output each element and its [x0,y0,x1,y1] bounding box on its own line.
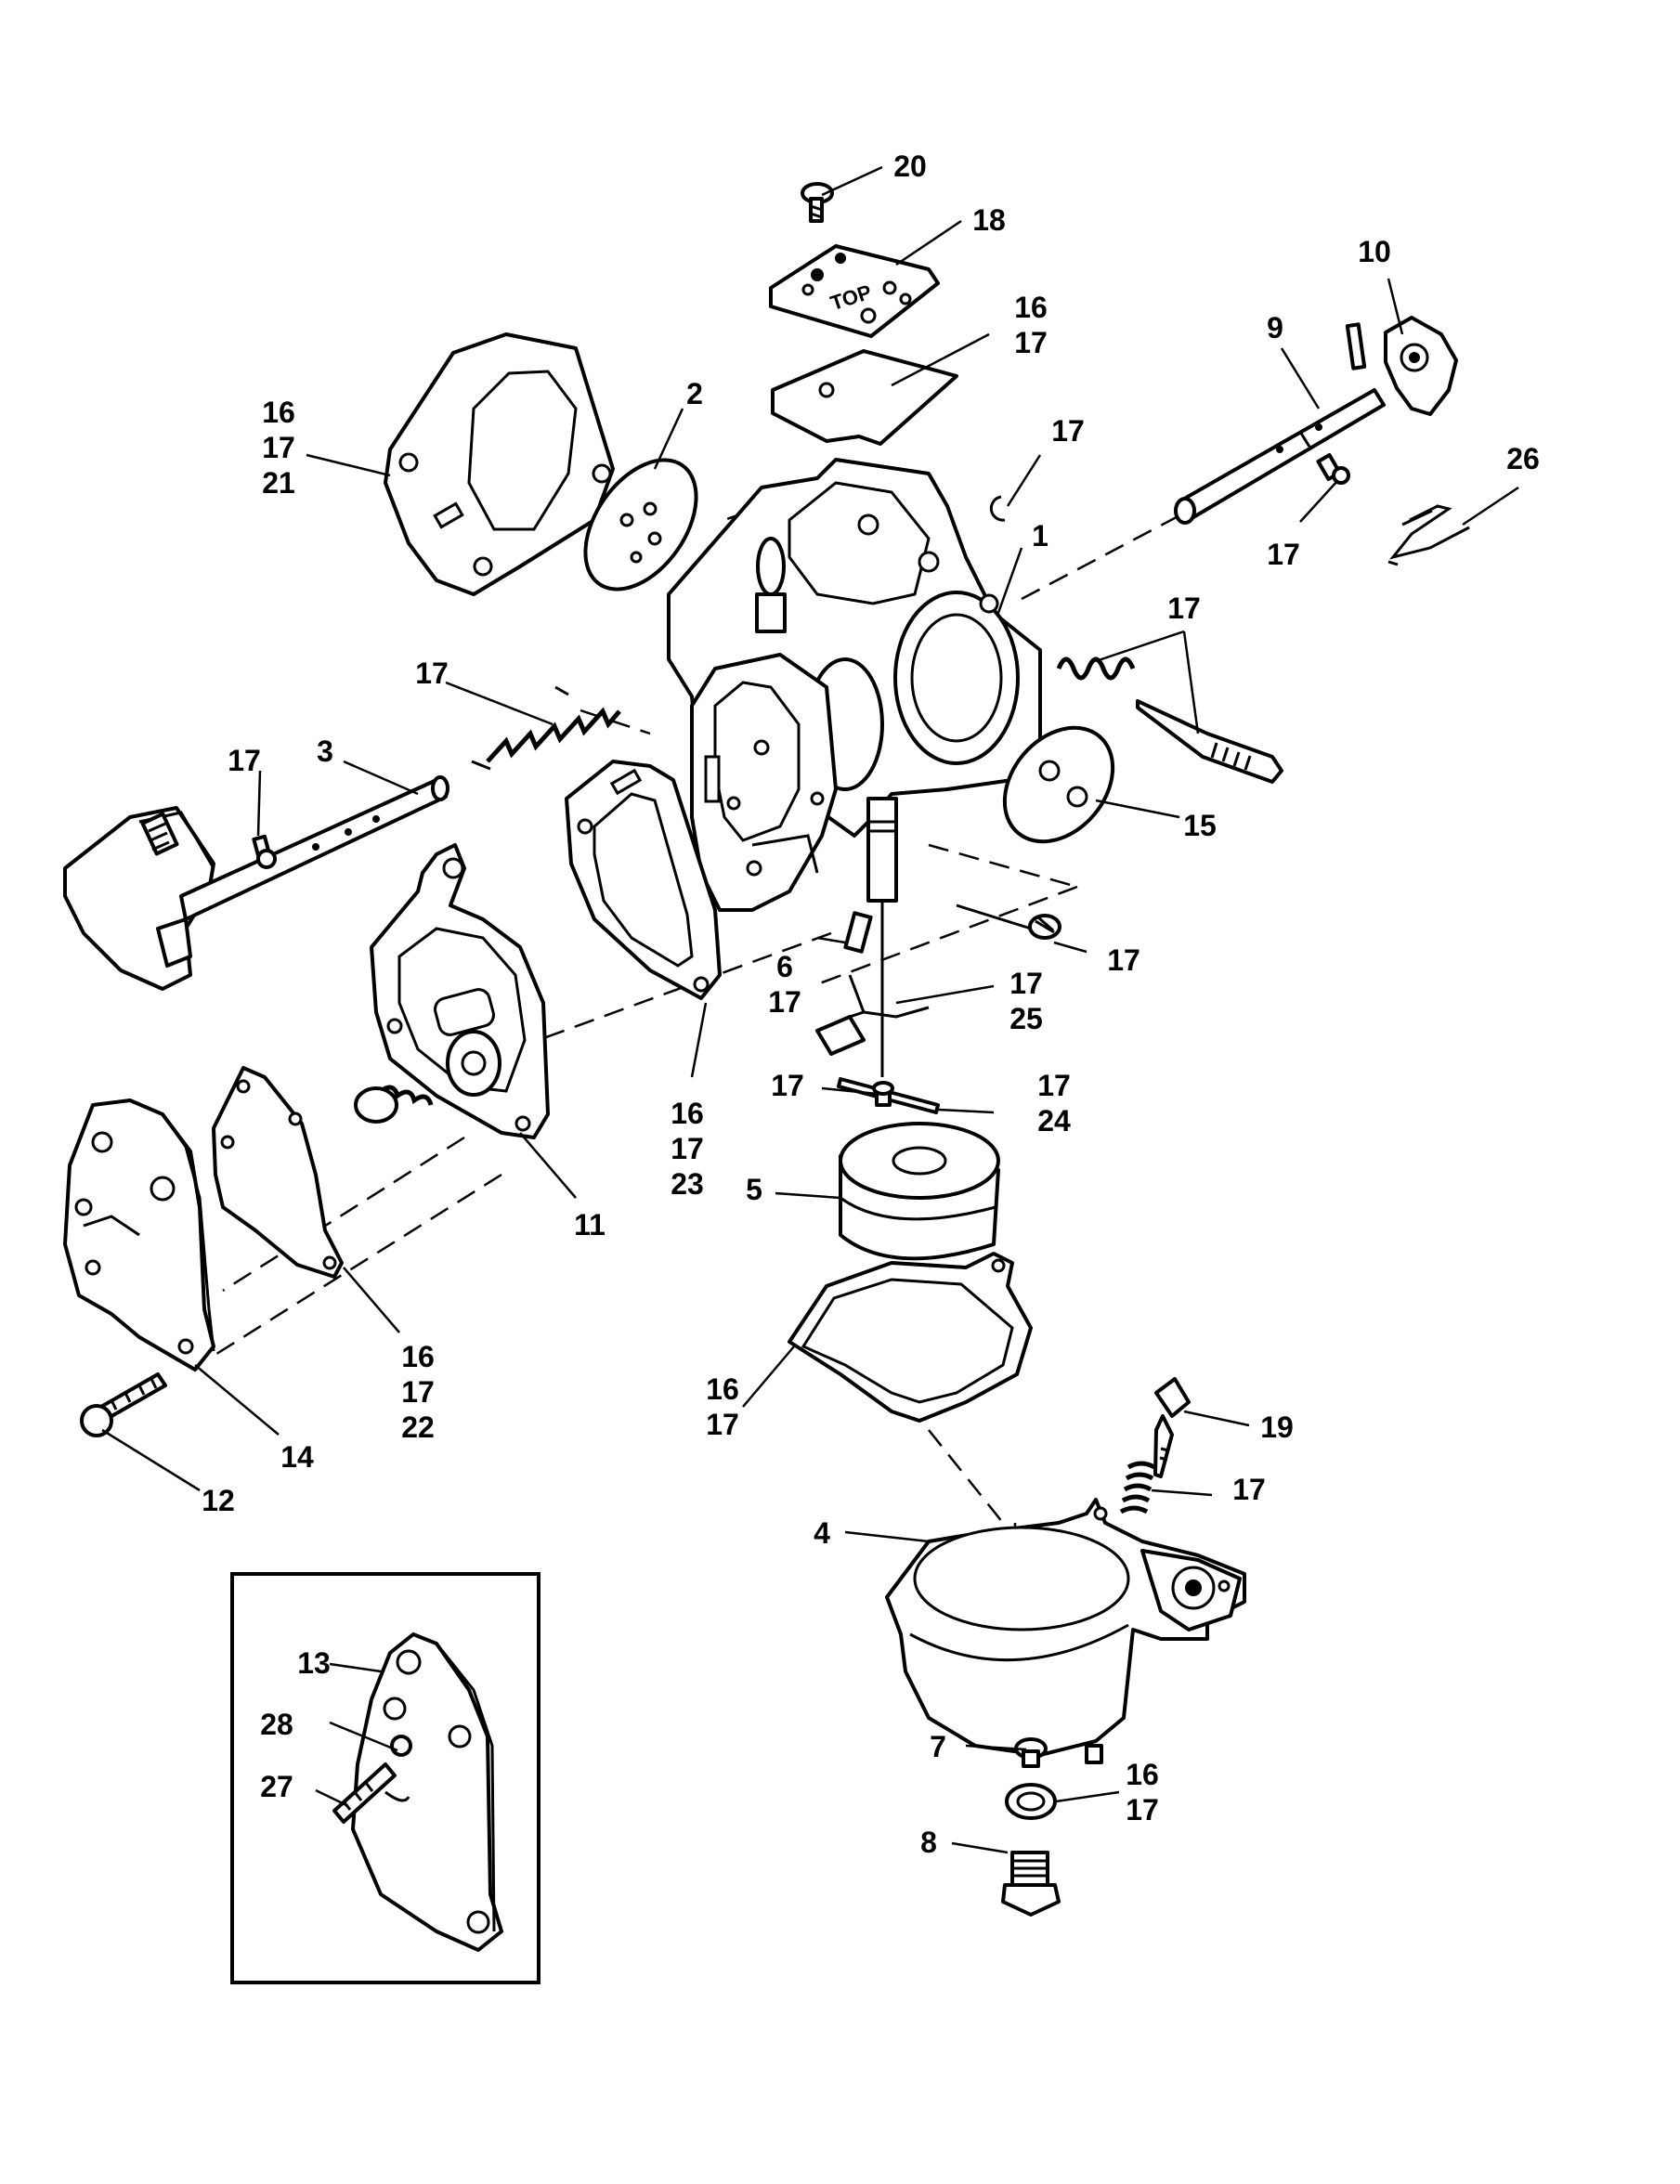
alignment-lines [213,381,1190,1569]
part-label-2: 2 [686,377,703,410]
part-label-17: 17 [1167,592,1201,625]
wire-clip-26 [1387,504,1470,566]
part-label-12: 12 [202,1484,235,1517]
part-label-19: 19 [1260,1410,1294,1444]
part-label-17: 17 [771,1069,804,1102]
plate-15 [1002,725,1115,844]
part-label-4: 4 [814,1516,830,1550]
part-label-26: 26 [1506,442,1540,475]
part-label-7: 7 [930,1730,946,1763]
part-label-15: 15 [1183,809,1217,842]
jet-6 [843,911,873,954]
part-label-17: 17 [1232,1473,1266,1506]
bowl-gasket [788,1252,1033,1423]
screw-17-shaft [1316,452,1350,485]
torsion-spring-17 [956,904,1061,940]
lever-10 [1345,316,1458,416]
cover-plate-18: TOP [769,244,940,338]
float-arm-25 [815,974,930,1056]
part-label-10: 10 [1358,235,1391,268]
screw-17-small [872,1081,894,1107]
part-label-11: 11 [574,1208,606,1242]
pump-body-11 [370,843,550,1139]
pump-cover-14 [63,1098,215,1372]
part-label-17: 17 [1267,538,1300,571]
screw-17-choke [252,834,277,869]
spring-17-bowl [1119,1461,1156,1514]
screw-12 [80,1372,167,1437]
part-label-5: 5 [746,1173,762,1206]
part-label-1: 1 [1032,519,1048,552]
part-label-28: 28 [260,1708,293,1741]
part-label-8: 8 [920,1826,937,1859]
gasket-21 [384,332,615,596]
part-label-3: 3 [317,734,333,768]
gasket-23 [565,760,722,1000]
diaphragm-2 [583,458,698,592]
part-label-17: 17 [228,744,261,777]
clip-17 [989,495,1006,522]
screw-7 [1014,1737,1048,1768]
float-5 [839,1122,1000,1261]
spring-17-right [1056,656,1136,681]
inset-detail-box [230,1572,540,1984]
spring-17-left [471,685,621,771]
part-label-17: 17 [1107,943,1140,977]
part-label-27: 27 [260,1770,293,1803]
screw-19 [1153,1377,1191,1478]
plunger-spring-17 [354,1085,434,1124]
gasket-22 [212,1066,344,1279]
part-label-20: 20 [893,150,927,183]
part-label-17: 17 [1051,414,1085,448]
washer-16-17 [1005,1783,1057,1820]
carburetor-body-1 [667,458,1042,1077]
float-bowl-4 [885,1498,1246,1764]
choke-assembly-3 [63,775,449,991]
screw-20 [801,182,834,223]
part-label-18: 18 [972,203,1006,237]
part-label-17: 17 [415,656,449,690]
part-label-14: 14 [280,1440,314,1474]
shaft-9 [1174,388,1386,525]
drain-plug-8 [1001,1851,1061,1917]
part-label-13: 13 [297,1646,331,1680]
needle-screw-17 [1136,699,1283,784]
part-label-9: 9 [1267,311,1283,344]
leader-lines [101,165,1519,1854]
